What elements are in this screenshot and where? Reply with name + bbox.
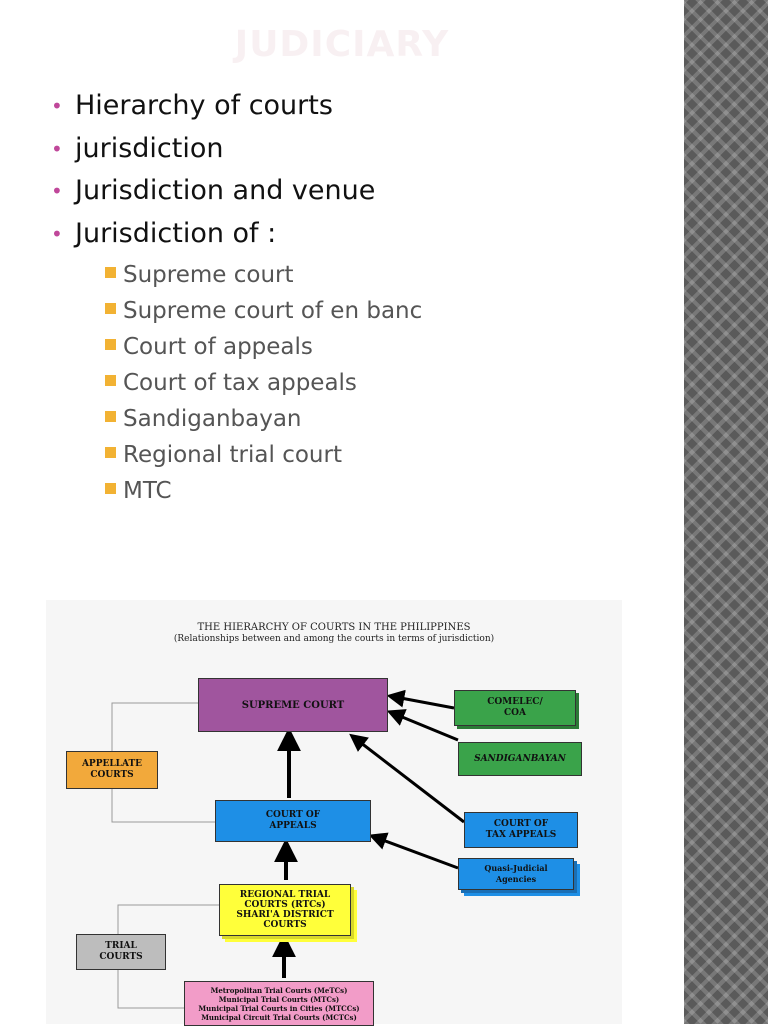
bullet-dot-icon: •: [51, 94, 63, 118]
slide-title: JUDICIARY: [234, 24, 450, 65]
arrow-sandiganbayan-to-sc: [386, 709, 459, 742]
bullet-dot-icon: •: [51, 221, 63, 246]
sub-bullet-item: Regional trial court: [75, 438, 422, 474]
square-bullet-icon: [105, 302, 116, 314]
trial-courts-box: TRIAL COURTS: [76, 934, 166, 970]
sandiganbayan-box: SANDIGANBAYAN: [458, 742, 582, 776]
sub-bullet-item: Sandiganbayan: [75, 402, 422, 438]
sub-bullet-item: Supreme court of en banc: [75, 294, 422, 330]
regional-trial-courts-box: REGIONAL TRIAL COURTS (RTCs) SHARI'A DIS…: [219, 884, 351, 936]
bullet-dot-icon: •: [51, 136, 63, 161]
quasi-judicial-box: Quasi-Judicial Agencies: [458, 858, 574, 890]
bullet-item: •Jurisdiction and venue: [48, 171, 422, 214]
diagram-title: THE HIERARCHY OF COURTS IN THE PHILIPPIN…: [197, 622, 471, 633]
square-bullet-icon: [105, 266, 116, 278]
sub-bullet-item: Court of tax appeals: [75, 366, 422, 402]
court-of-tax-appeals-box: COURT OF TAX APPEALS: [464, 812, 578, 848]
sub-bullet-item: Court of appeals: [75, 330, 422, 366]
square-bullet-icon: [105, 446, 116, 458]
lower-courts-box: Metropolitan Trial Courts (MeTCs) Munici…: [184, 981, 374, 1026]
arrow-cta-to-sc: [349, 733, 465, 824]
square-bullet-icon: [105, 410, 116, 422]
square-bullet-icon: [105, 374, 116, 386]
sub-bullet-item: MTC: [75, 474, 422, 510]
court-hierarchy-diagram: THE HIERARCHY OF COURTS IN THE PHILIPPIN…: [46, 600, 622, 1026]
supreme-court-box: SUPREME COURT: [198, 678, 388, 732]
comelec-coa-box: COMELEC/ COA: [454, 690, 576, 726]
bullet-item: •jurisdiction: [48, 129, 422, 172]
court-of-appeals-box: COURT OF APPEALS: [215, 800, 371, 842]
sub-bullet-list: Supreme court Supreme court of en banc C…: [75, 258, 422, 510]
sub-bullet-item: Supreme court: [75, 258, 422, 294]
appellate-courts-box: APPELLATE COURTS: [66, 751, 158, 789]
arrow-quasi-to-ca: [368, 832, 459, 870]
square-bullet-icon: [105, 338, 116, 350]
bullet-dot-icon: •: [51, 179, 63, 203]
square-bullet-icon: [105, 482, 116, 494]
bullet-list: •Hierarchy of courts •jurisdiction •Juri…: [48, 86, 422, 504]
diagram-subtitle: (Relationships between and among the cou…: [173, 634, 495, 644]
decorative-side-pattern: [684, 0, 768, 1024]
bullet-item: •Hierarchy of courts: [48, 86, 422, 129]
bullet-item: •Jurisdiction of : Supreme court Supreme…: [48, 214, 422, 504]
arrow-comelec-to-sc: [386, 689, 455, 710]
